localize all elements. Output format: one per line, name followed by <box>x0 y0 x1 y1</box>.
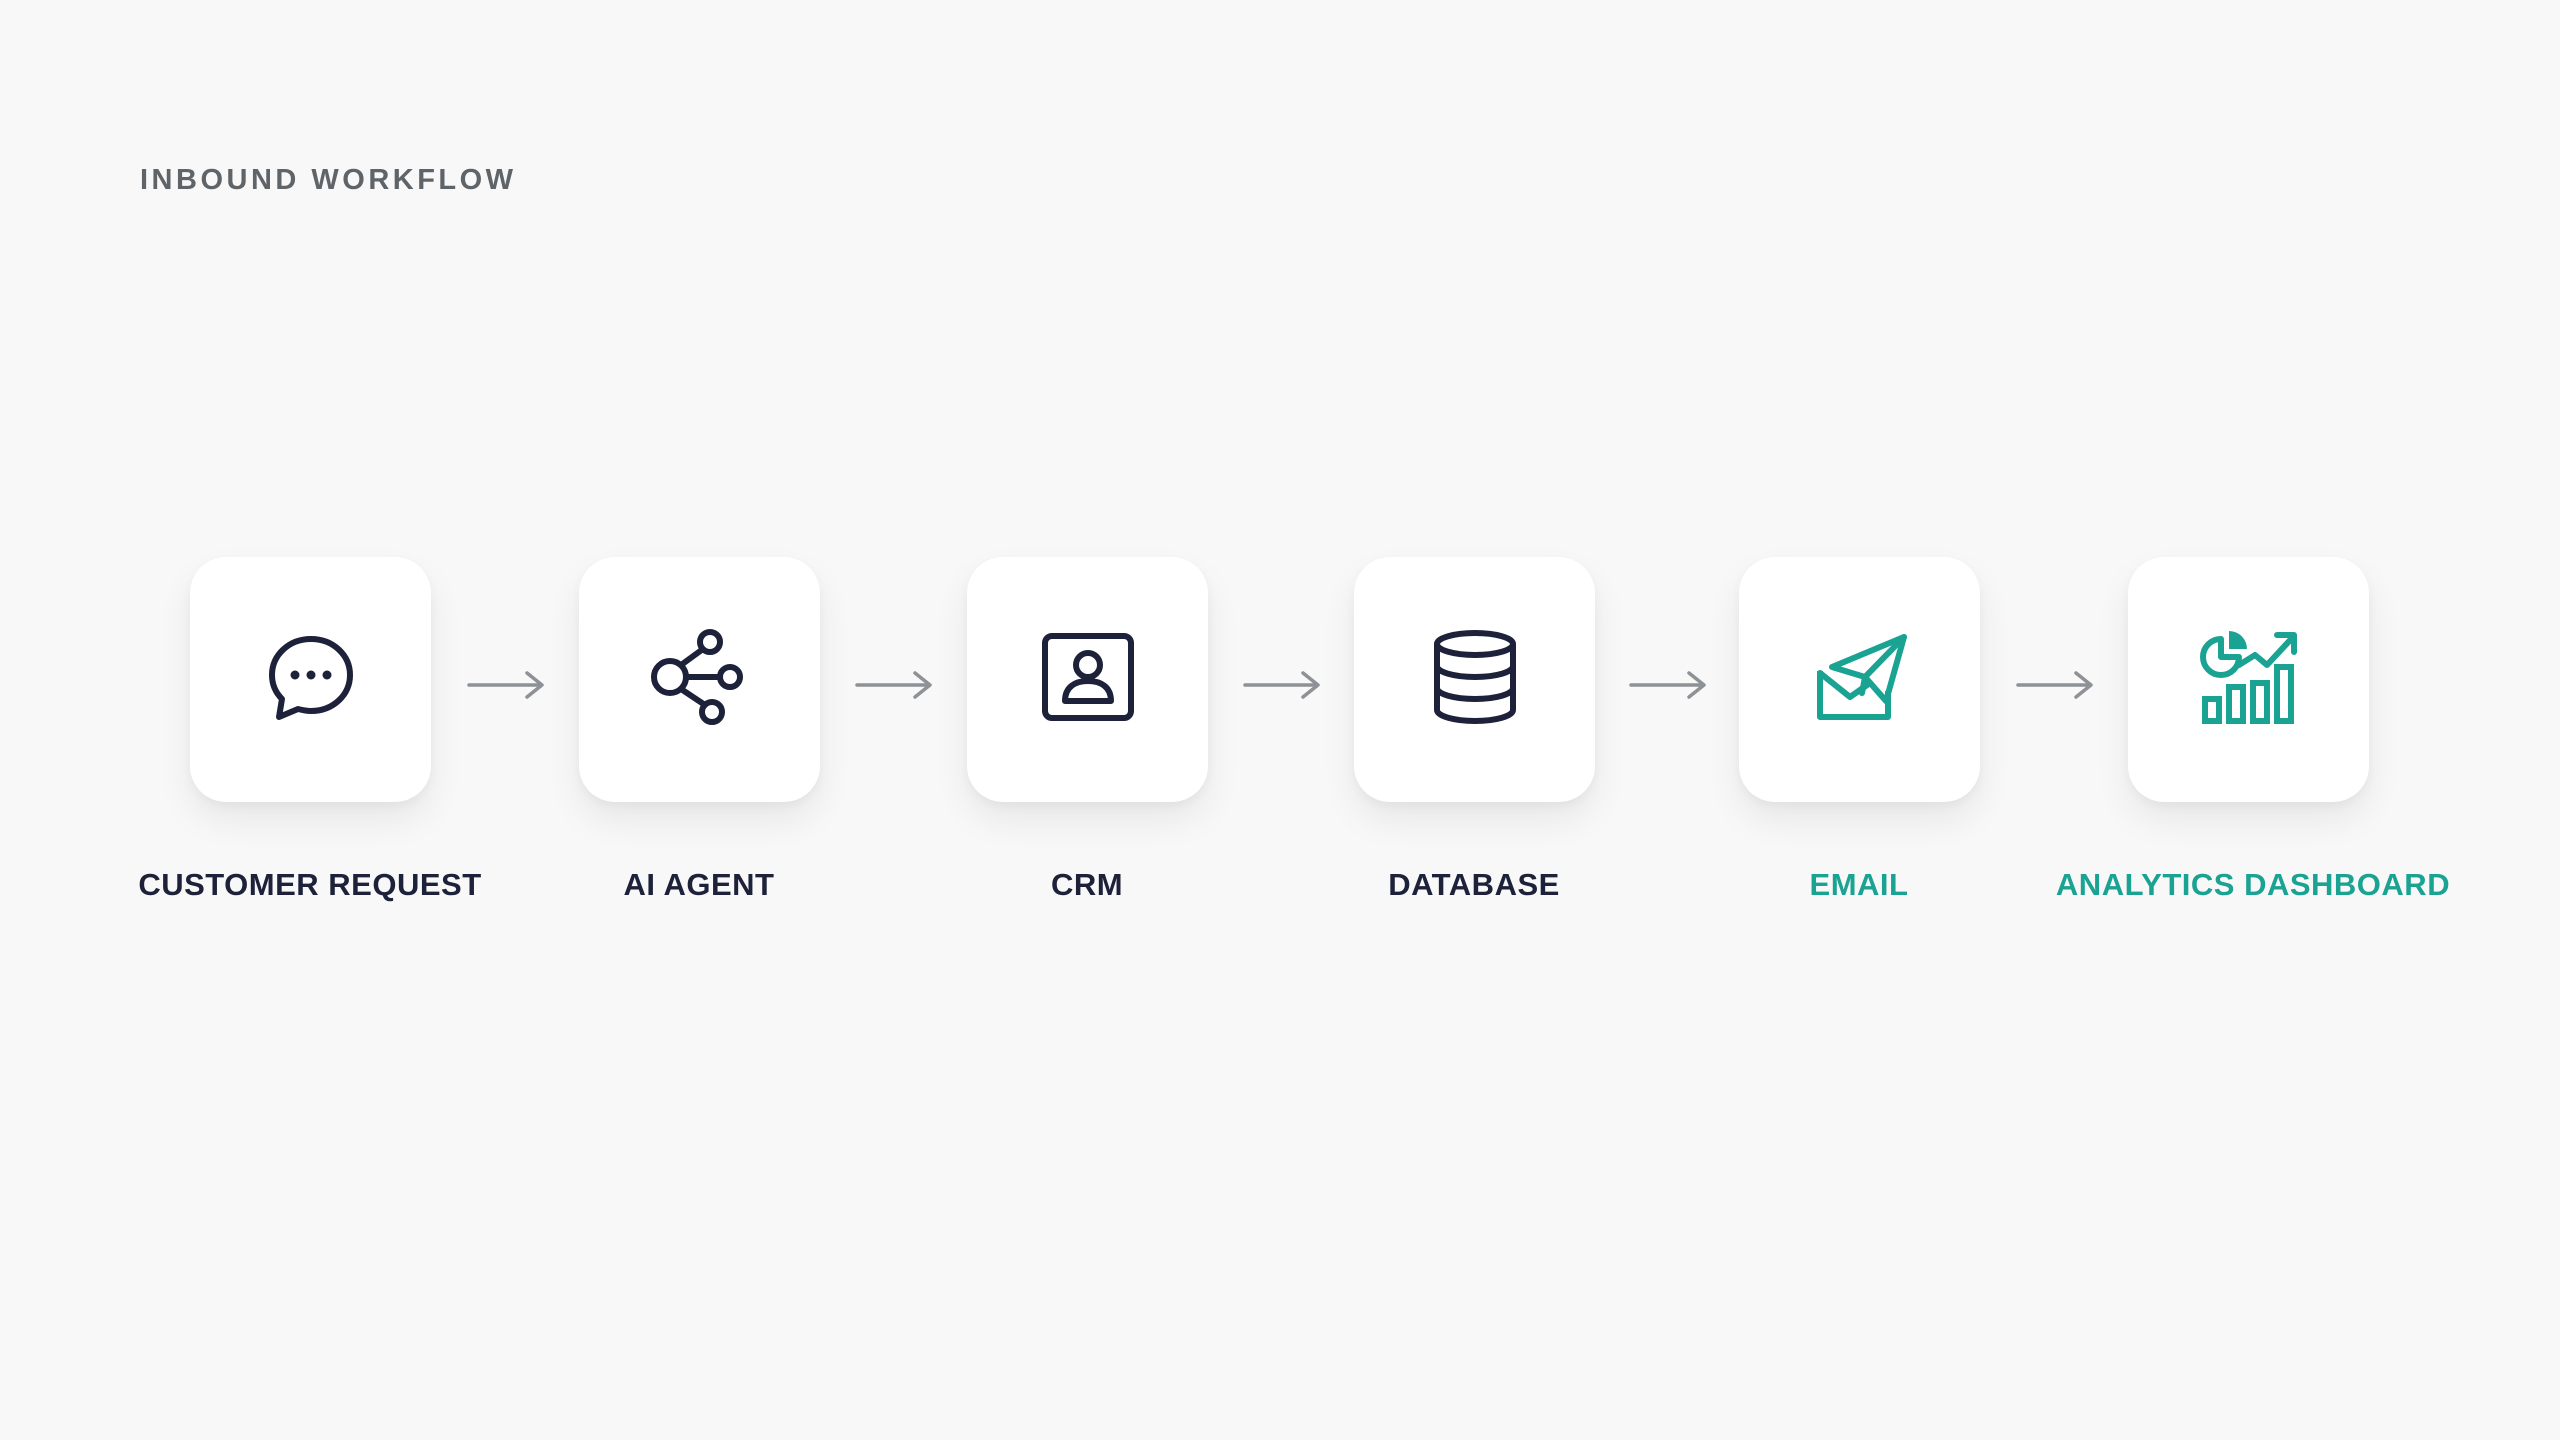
step-label-database: DATABASE <box>1388 867 1560 902</box>
step-label-customer-request: CUSTOMER REQUEST <box>138 867 482 902</box>
arrow-right-icon <box>1243 671 1320 699</box>
step-analytics-dashboard[interactable] <box>2128 557 2369 802</box>
step-database[interactable] <box>1354 557 1595 802</box>
arrow-right-icon <box>1629 671 1706 699</box>
chat-bubble-icon <box>261 627 361 732</box>
arrow-right-icon <box>855 671 932 699</box>
step-crm[interactable] <box>967 557 1208 802</box>
arrow-right-icon <box>467 671 544 699</box>
step-label-analytics-dashboard: ANALYTICS DASHBOARD <box>2055 867 2451 902</box>
arrow-right-icon <box>2016 671 2093 699</box>
contact-card-icon <box>1038 627 1138 732</box>
step-label-crm: CRM <box>1050 867 1124 902</box>
analytics-chart-icon <box>2199 627 2299 732</box>
step-label-ai-agent: AI AGENT <box>623 867 775 902</box>
paper-plane-envelope-icon <box>1810 627 1910 732</box>
network-nodes-icon <box>650 627 750 732</box>
step-label-email: EMAIL <box>1809 867 1909 902</box>
workflow-title: INBOUND WORKFLOW <box>140 164 517 196</box>
step-email[interactable] <box>1739 557 1980 802</box>
step-ai-agent[interactable] <box>579 557 820 802</box>
database-icon <box>1425 627 1525 732</box>
step-customer-request[interactable] <box>190 557 431 802</box>
